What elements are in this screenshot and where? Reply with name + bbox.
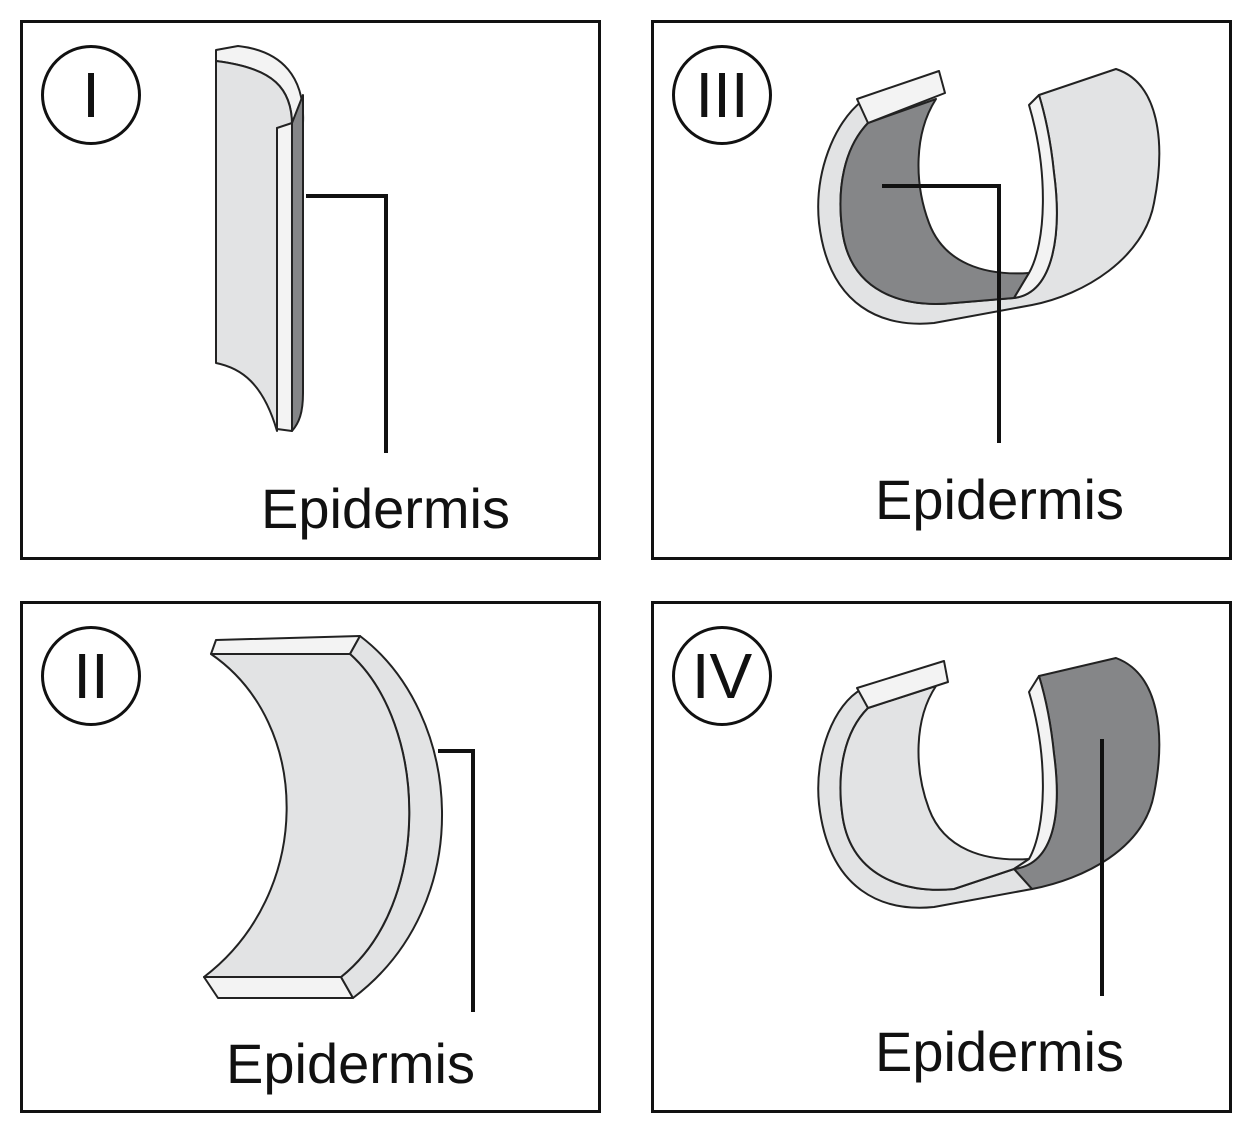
tissue-top-edge: [210, 635, 361, 655]
numeral-badge-ii: II: [41, 626, 141, 726]
numeral-badge-iv: IV: [672, 626, 772, 726]
panel-iii: III Epidermis: [651, 20, 1232, 560]
tissue-strip-diagram-i: [215, 45, 388, 453]
tissue-inner-face: [839, 685, 1030, 891]
tissue-rim-right: [1013, 94, 1058, 299]
epidermis-label-i: Epidermis: [261, 477, 510, 540]
panel-i: I Epidermis: [20, 20, 601, 560]
tissue-rim-left: [856, 660, 949, 709]
tissue-side-edge: [276, 122, 293, 432]
tissue-roll-diagram-iii: [817, 68, 1161, 443]
tissue-curve-diagram-ii: [203, 635, 475, 1012]
tissue-rim-left: [856, 70, 946, 124]
epidermis-dark-face: [291, 94, 304, 432]
tissue-rim-right: [1013, 675, 1058, 870]
tissue-roll-diagram-iv: [817, 657, 1161, 996]
panel-ii: II Epidermis: [20, 601, 601, 1113]
epidermis-label-iv: Epidermis: [875, 1020, 1124, 1083]
epidermis-label-ii: Epidermis: [226, 1032, 475, 1095]
epidermis-pointer-i: [306, 194, 388, 453]
epidermis-label-iii: Epidermis: [875, 468, 1124, 531]
tissue-light-face: [203, 653, 411, 978]
panel-iv: IV Epidermis: [651, 601, 1232, 1113]
numeral-badge-iii: III: [672, 45, 772, 145]
epidermis-pointer-ii: [438, 749, 475, 1012]
epidermis-pointer-iii: [882, 184, 1001, 443]
tissue-bottom-edge: [203, 976, 354, 999]
numeral-badge-i: I: [41, 45, 141, 145]
